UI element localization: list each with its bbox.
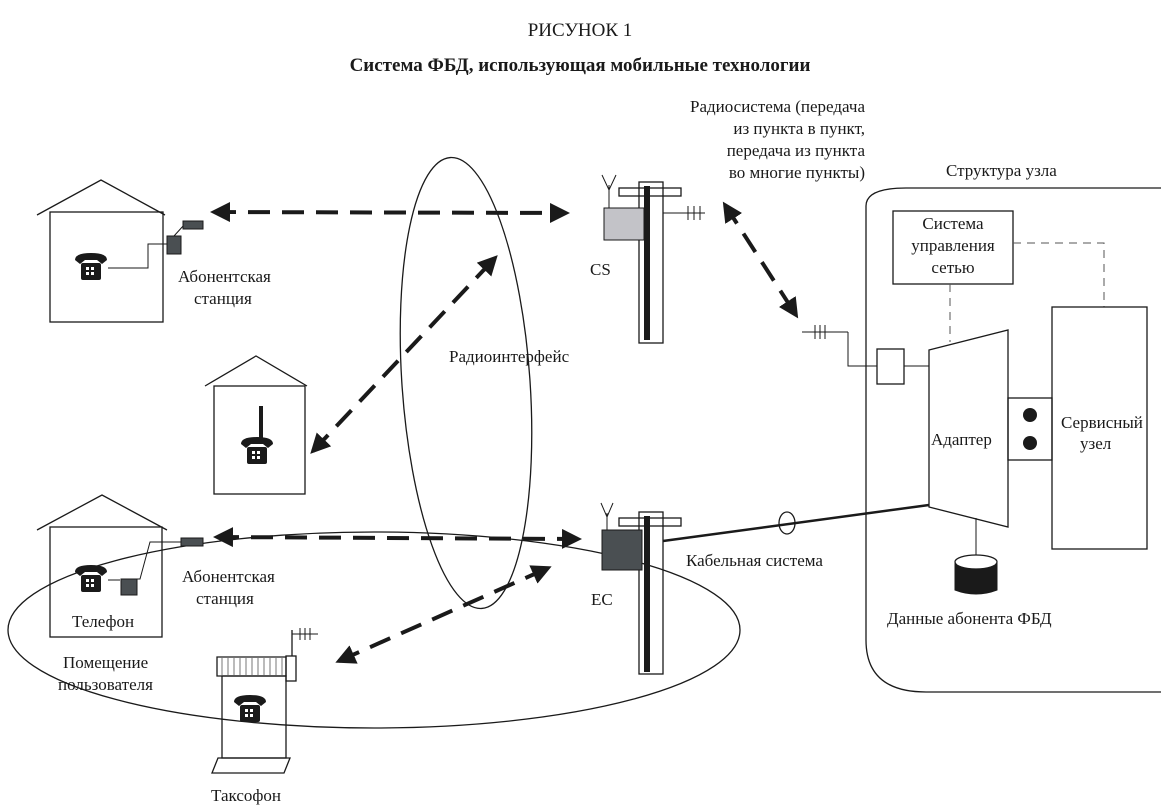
node-radio-antenna — [802, 325, 929, 385]
radio-link-middle-arrow — [310, 255, 498, 454]
connector-dot-icon — [1023, 436, 1037, 450]
radio-interface-ellipse — [399, 156, 533, 610]
ec-label: EC — [591, 590, 613, 609]
network-mgmt-label-2: управления — [911, 236, 995, 255]
adapter-label: Адаптер — [931, 430, 992, 449]
service-node-label-1: Сервисный — [1061, 413, 1143, 432]
subscriber-station-box — [120, 578, 138, 596]
payphone-label: Таксофон — [211, 786, 281, 805]
network-mgmt-label-1: Система — [922, 214, 984, 233]
radio-link-top-arrow — [210, 202, 570, 223]
network-mgmt-label-3: сетью — [931, 258, 974, 277]
radio-link-payphone-arrow — [335, 565, 552, 664]
radio-system-label-3: передача из пункта — [727, 141, 866, 160]
antenna-icon — [600, 502, 614, 519]
antenna-icon — [182, 220, 204, 230]
cable-system-label: Кабельная система — [686, 551, 823, 570]
radio-link-cs-node-arrow — [722, 201, 799, 319]
mgmt-to-service-link — [1013, 242, 1105, 307]
adapter-block — [928, 329, 1009, 528]
antenna-icon — [601, 174, 617, 192]
telephone-icon — [241, 437, 273, 464]
radio-system-label-4: во многие пункты) — [729, 163, 865, 182]
node-structure-label: Структура узла — [946, 161, 1057, 180]
ec-base-station — [600, 502, 682, 675]
figure-number: РИСУНОК 1 — [528, 20, 633, 41]
subscriber-data-label: Данные абонента ФБД — [887, 609, 1052, 628]
telephone-label: Телефон — [72, 612, 134, 631]
connector-dot-icon — [1023, 408, 1037, 422]
telephone-icon — [75, 565, 107, 592]
radio-link-bottom-arrow — [213, 527, 582, 549]
node-structure-outline — [865, 187, 1161, 693]
subscriber-station-top-label-2: станция — [194, 289, 252, 308]
radio-interface-label: Радиоинтерфейс — [449, 347, 570, 366]
cs-equipment-box — [603, 207, 645, 241]
subscriber-station-bottom-label-2: станция — [196, 589, 254, 608]
subscriber-station-box — [166, 235, 182, 255]
radio-system-label-1: Радиосистема (передача — [690, 97, 865, 116]
cs-base-station — [601, 174, 705, 344]
user-premises-label-1: Помещение — [63, 653, 148, 672]
ec-equipment-box — [601, 529, 643, 571]
database-icon — [954, 554, 998, 595]
radio-system-label-2: из пункта в пункт, — [733, 119, 865, 138]
network-management-box — [892, 210, 1014, 285]
user-premises-label-2: пользователя — [58, 675, 153, 694]
house-middle-left — [204, 355, 308, 495]
house-top-left — [36, 179, 204, 323]
cs-label: CS — [590, 260, 611, 279]
cable-line — [662, 503, 930, 543]
adapter-service-connector — [1007, 397, 1053, 461]
antenna-icon — [180, 537, 204, 547]
house-bottom-left — [36, 494, 204, 638]
figure-title: Система ФБД, использующая мобильные техн… — [350, 55, 811, 76]
telephone-icon — [75, 253, 107, 280]
payphone-booth — [211, 628, 318, 774]
subscriber-station-bottom-label-1: Абонентская — [182, 567, 275, 586]
cable-loop-icon — [778, 511, 796, 535]
service-node-label-2: узел — [1080, 434, 1112, 453]
service-node-block — [1051, 306, 1148, 550]
subscriber-station-top-label-1: Абонентская — [178, 267, 271, 286]
telephone-icon — [234, 695, 266, 722]
